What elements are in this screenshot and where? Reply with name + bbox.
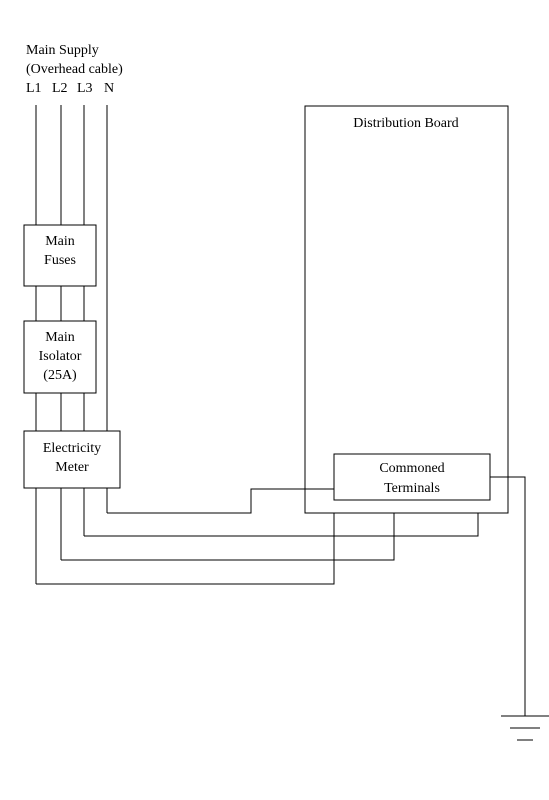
- main-isolator-label-3: (25A): [43, 368, 77, 383]
- electricity-meter-label-2: Meter: [55, 460, 89, 475]
- conductor-label-n: N: [104, 81, 114, 96]
- neutral-to-terminals-wire: [107, 488, 334, 514]
- earth-wire: [490, 476, 526, 716]
- commoned-terminals-label-2: Terminals: [384, 481, 440, 496]
- main-fuses-label-1: Main: [45, 234, 75, 249]
- main-fuses-box: [23, 224, 97, 287]
- distribution-board: [304, 105, 509, 514]
- conductor-label-l3: L3: [77, 81, 93, 96]
- conductor-label-l2: L2: [52, 81, 68, 96]
- electricity-meter-box: [23, 430, 121, 489]
- electricity-meter-label-1: Electricity: [43, 441, 101, 456]
- commoned-terminals-box: [333, 453, 491, 501]
- distribution-board-label: Distribution Board: [353, 116, 458, 131]
- main-isolator-label-1: Main: [45, 330, 75, 345]
- main-isolator-box: [23, 320, 97, 394]
- supply-subtitle: (Overhead cable): [26, 62, 123, 77]
- conductor-label-l1: L1: [26, 81, 42, 96]
- supply-title: Main Supply: [26, 43, 99, 58]
- l1-to-board-wire: [36, 513, 335, 585]
- main-fuses-label-2: Fuses: [44, 253, 76, 268]
- l2-to-board-wire: [61, 513, 395, 561]
- l3-to-board-wire: [84, 513, 479, 537]
- main-isolator-label-2: Isolator: [39, 349, 82, 364]
- commoned-terminals-label-1: Commoned: [379, 461, 444, 476]
